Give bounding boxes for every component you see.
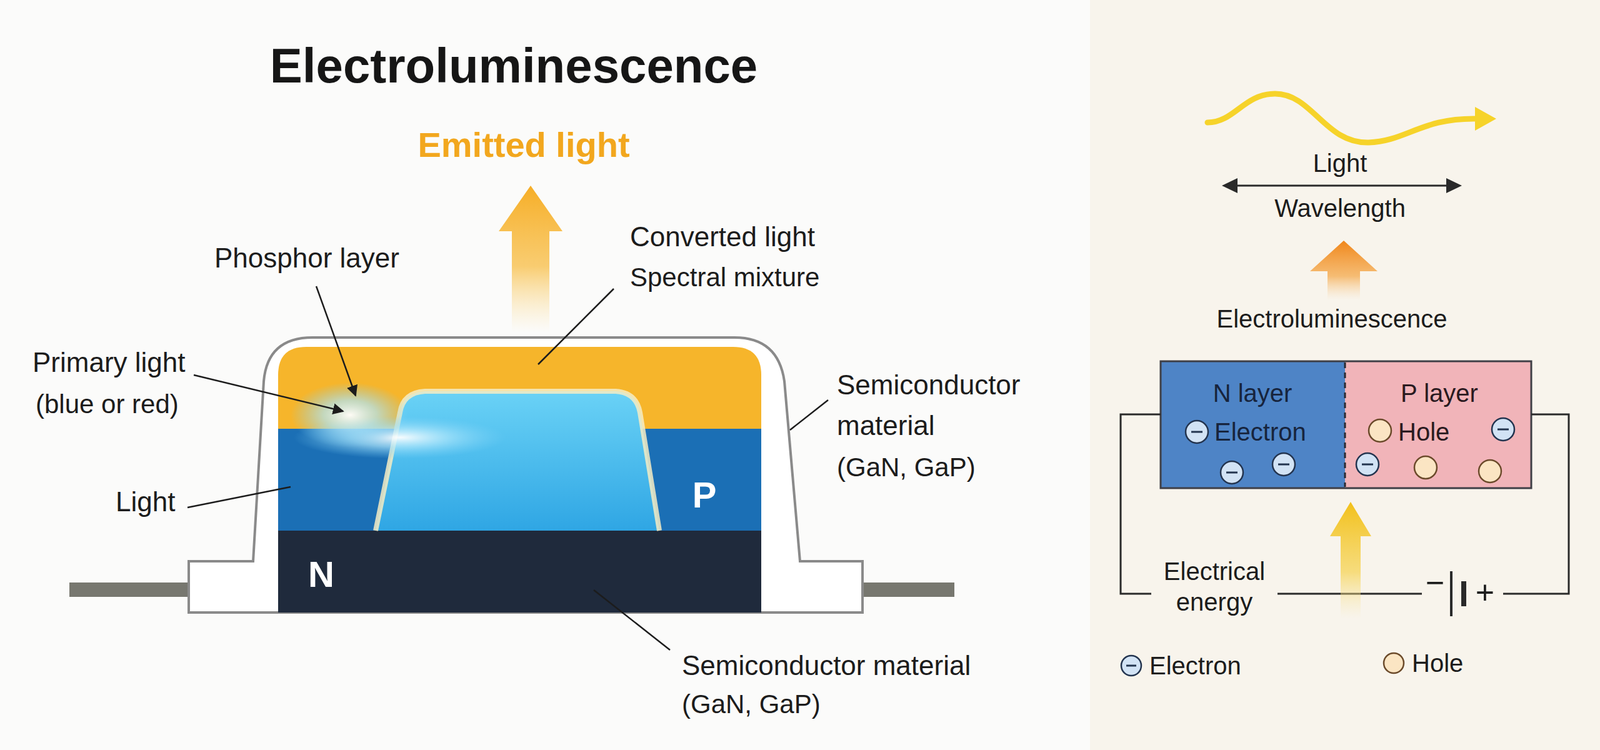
legend-swatch: [1119, 653, 1144, 678]
battery-plate: [1461, 581, 1467, 607]
emission-arrow: [498, 185, 563, 333]
n-layer-fill: [1160, 361, 1345, 489]
electron-symbol: [1356, 453, 1379, 476]
region-letter: N: [308, 552, 335, 597]
light-wave: [1207, 93, 1478, 143]
part-label: Converted light: [630, 220, 815, 254]
material-note: (GaN, GaP): [836, 451, 976, 484]
energy-arrow: [1330, 501, 1372, 619]
diagram-title: Electroluminescence: [270, 36, 758, 96]
leader-line: [193, 375, 344, 412]
legend-item: Electron: [1119, 650, 1242, 681]
emitted-light-label: Emitted light: [417, 123, 630, 166]
leader-line: [790, 400, 829, 430]
electron-symbol: [1272, 453, 1295, 476]
leader-line: [316, 286, 356, 396]
carrier-label: Hole: [1398, 416, 1450, 447]
hole-symbol: [1478, 460, 1502, 483]
part-label: Phosphor layer: [214, 241, 400, 275]
n-semiconductor: [278, 530, 762, 613]
wavelength-line: [1233, 185, 1450, 187]
process-arrow: [1310, 240, 1378, 300]
light-region: [375, 391, 660, 531]
material-label: Semiconductor material: [836, 364, 1031, 446]
electron-sign: [1126, 665, 1137, 667]
light-region-outline: [375, 391, 660, 531]
energy-label: Electrical energy: [1151, 556, 1278, 618]
part-label: Light: [115, 485, 175, 519]
panel-ground: [1090, 0, 1600, 750]
part-note: (blue or red): [35, 388, 179, 420]
leader-line: [187, 486, 291, 508]
electron-symbol: [1121, 655, 1142, 676]
layer-heading: N layer: [1213, 378, 1293, 409]
material-label: Semiconductor material: [681, 649, 971, 683]
part-label: Primary light: [32, 346, 186, 380]
legend-item: Hole: [1381, 648, 1464, 679]
light-glow: [290, 382, 410, 448]
wavelength-label: Wavelength: [1274, 193, 1406, 224]
junction-divider: [1344, 362, 1347, 487]
legend-swatch: [1381, 651, 1406, 675]
process-label: Electroluminescence: [1216, 303, 1447, 334]
n-layer-box: N layerElectron: [1160, 361, 1345, 489]
wavelength-arrowhead: [1446, 178, 1462, 194]
battery-terminal: −: [1425, 563, 1445, 602]
layer-heading: P layer: [1400, 378, 1479, 409]
electron-symbol: [1220, 461, 1244, 484]
electron-symbol: [1185, 420, 1209, 444]
hole-symbol: [1368, 419, 1392, 442]
p-layer-fill: [1345, 361, 1532, 489]
electron-symbol: [1491, 418, 1515, 441]
battery-plate: [1450, 571, 1453, 617]
carrier-label: Electron: [1214, 416, 1307, 447]
legend-text: Hole: [1411, 648, 1464, 679]
hole-symbol: [1383, 653, 1404, 674]
n-region: N: [278, 530, 762, 613]
wave-label: Light: [1313, 148, 1368, 179]
region-letter: P: [692, 473, 717, 517]
leader-line: [538, 288, 614, 365]
junction-border: [1160, 361, 1532, 489]
circuit-wire: [1503, 414, 1569, 594]
lead-wire: [857, 582, 955, 597]
wave-arrowhead: [1475, 106, 1497, 131]
battery-terminal: +: [1475, 573, 1495, 612]
led-housing: [188, 337, 863, 613]
part-note: Spectral mixture: [630, 261, 820, 294]
lead-wire: [69, 582, 195, 597]
p-region: P: [278, 428, 762, 531]
hole-symbol: [1414, 456, 1437, 479]
legend-text: Electron: [1149, 650, 1242, 681]
leader-line: [593, 590, 670, 650]
wavelength-arrowhead: [1221, 178, 1238, 194]
material-note: (GaN, GaP): [681, 688, 821, 720]
led-chip: [278, 337, 762, 613]
p-layer-box: P layerHole: [1345, 361, 1532, 489]
